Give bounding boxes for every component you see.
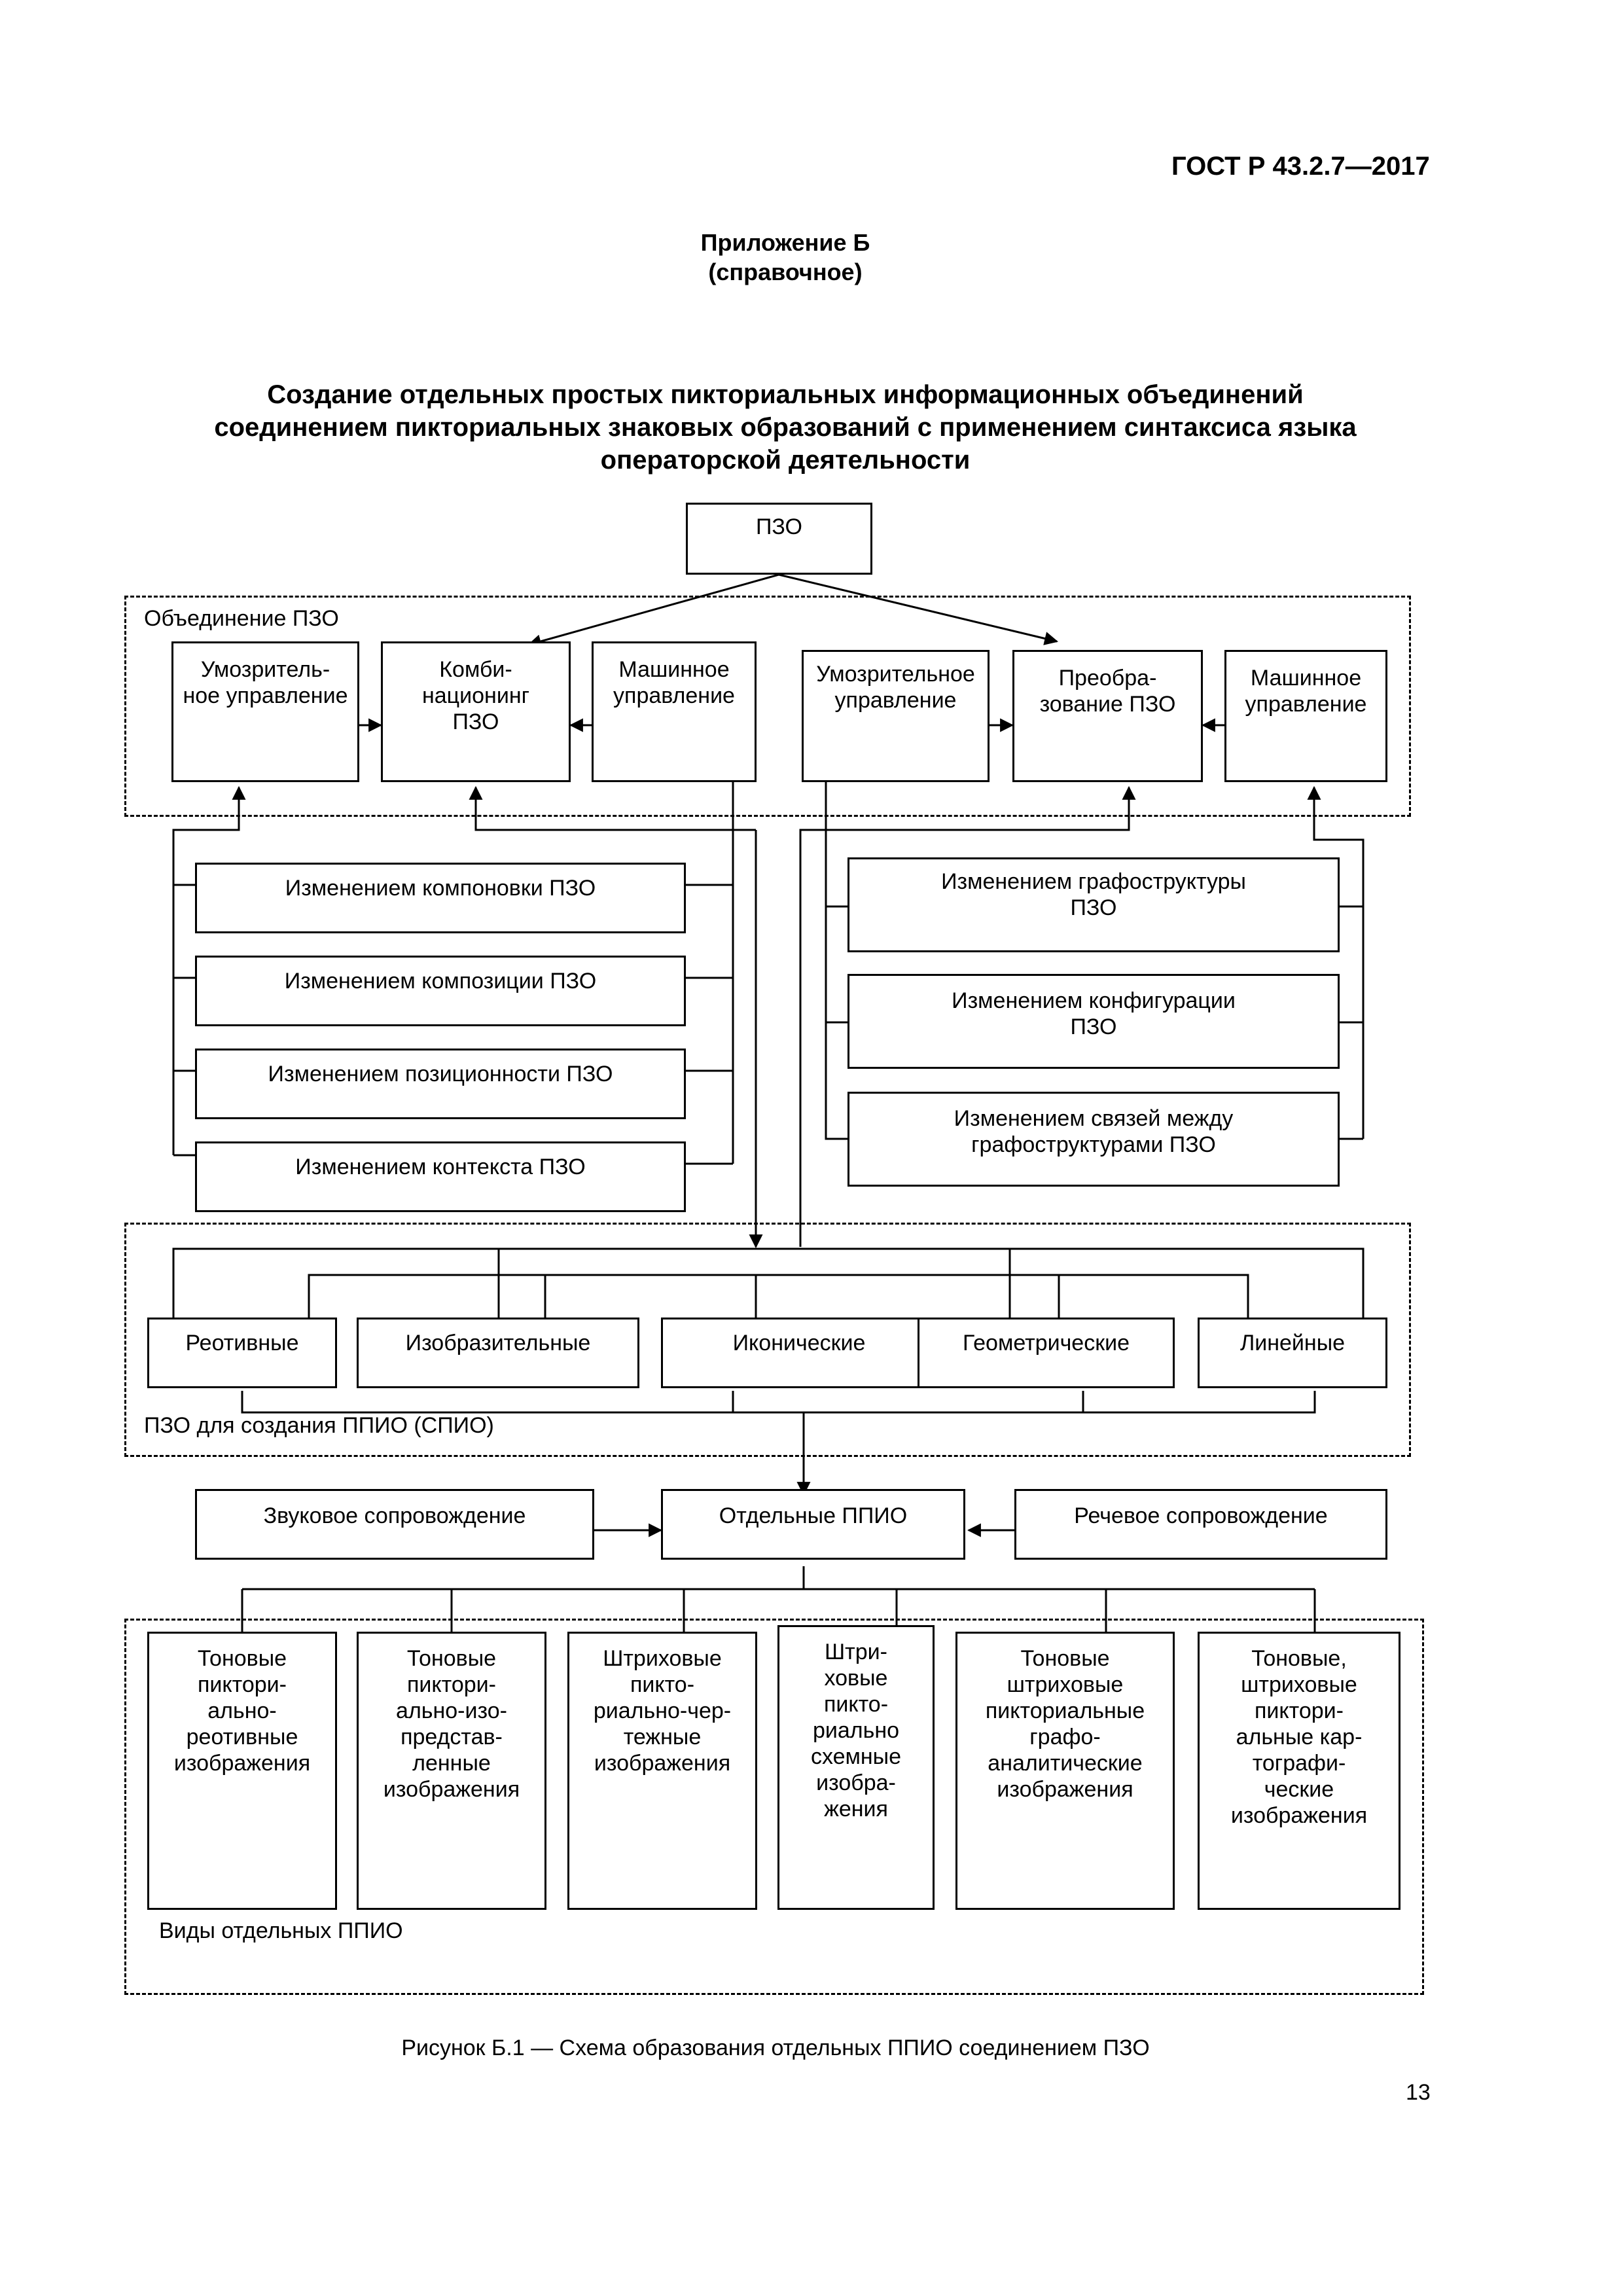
sound-accompaniment-box: Звуковое сопровождение: [195, 1489, 594, 1560]
pzo-for-spio-label: ПЗО для создания ППИО (СПИО): [144, 1413, 494, 1438]
type-linear-box: Линейные: [1198, 1318, 1387, 1388]
machine-control-right-box: Машинное управление: [1224, 650, 1387, 782]
ppio-kinds-label: Виды отдельных ППИО: [159, 1918, 403, 1943]
speculative-control-right-box: Умозрительное управление: [802, 650, 990, 782]
change-graphstructure-box: Изменением графоструктуры ПЗО: [847, 857, 1340, 952]
combining-pzo-box: Комби- национинг ПЗО: [381, 641, 571, 782]
heading-line-3: операторской деятельности: [600, 446, 971, 475]
change-composition-box: Изменением композиции ПЗО: [195, 956, 686, 1026]
change-context-box: Изменением контекста ПЗО: [195, 1141, 686, 1212]
kind-tone-figurative-box: Тоновые пиктори- ально-изо- представ- ле…: [357, 1632, 546, 1910]
pzo-for-spio-group: [124, 1223, 1411, 1457]
root-pzo-box: ПЗО: [686, 503, 872, 575]
change-position-box: Изменением позиционности ПЗО: [195, 1049, 686, 1119]
type-iconic-box: Иконические: [661, 1318, 937, 1388]
kind-tone-line-analytic-box: Тоновые штриховые пикториальные графо- а…: [955, 1632, 1175, 1910]
heading-line-2: соединением пикториальных знаковых образ…: [214, 413, 1357, 442]
pzo-union-label: Объединение ПЗО: [144, 606, 339, 631]
figure-heading: Создание отдельных простых пикториальных…: [0, 378, 1571, 476]
kind-line-schematic-box: Штри- ховые пикто- риально схемные изобр…: [777, 1625, 935, 1910]
change-configuration-box: Изменением конфигурации ПЗО: [847, 974, 1340, 1069]
document-code: ГОСТ Р 43.2.7—2017: [1171, 152, 1430, 181]
type-reotive-box: Реотивные: [147, 1318, 337, 1388]
speculative-control-left-box: Умозритель- ное управление: [171, 641, 359, 782]
ppio-kinds-group: [124, 1619, 1424, 1995]
appendix-title: Приложение Б: [700, 229, 870, 256]
pzo-union-group: [124, 596, 1411, 817]
transform-pzo-box: Преобра- зование ПЗО: [1012, 650, 1203, 782]
heading-line-1: Создание отдельных простых пикториальных…: [267, 380, 1304, 409]
kind-line-drawing-box: Штриховые пикто- риально-чер- тежные изо…: [567, 1632, 757, 1910]
speech-accompaniment-box: Речевое сопровождение: [1014, 1489, 1387, 1560]
change-layout-box: Изменением компоновки ПЗО: [195, 863, 686, 933]
kind-tone-line-cartographic-box: Тоновые, штриховые пиктори- альные кар- …: [1198, 1632, 1400, 1910]
change-links-box: Изменением связей между графоструктурами…: [847, 1092, 1340, 1187]
kind-tone-reotive-box: Тоновые пиктори- ально- реотивные изобра…: [147, 1632, 337, 1910]
machine-control-left-box: Машинное управление: [592, 641, 757, 782]
separate-ppio-box: Отдельные ППИО: [661, 1489, 965, 1560]
appendix-subtitle: (справочное): [708, 259, 863, 285]
type-geometric-box: Геометрические: [918, 1318, 1175, 1388]
page-number: 13: [1406, 2080, 1431, 2105]
type-figurative-box: Изобразительные: [357, 1318, 639, 1388]
figure-caption: Рисунок Б.1 — Схема образования отдельны…: [401, 2036, 1150, 2060]
